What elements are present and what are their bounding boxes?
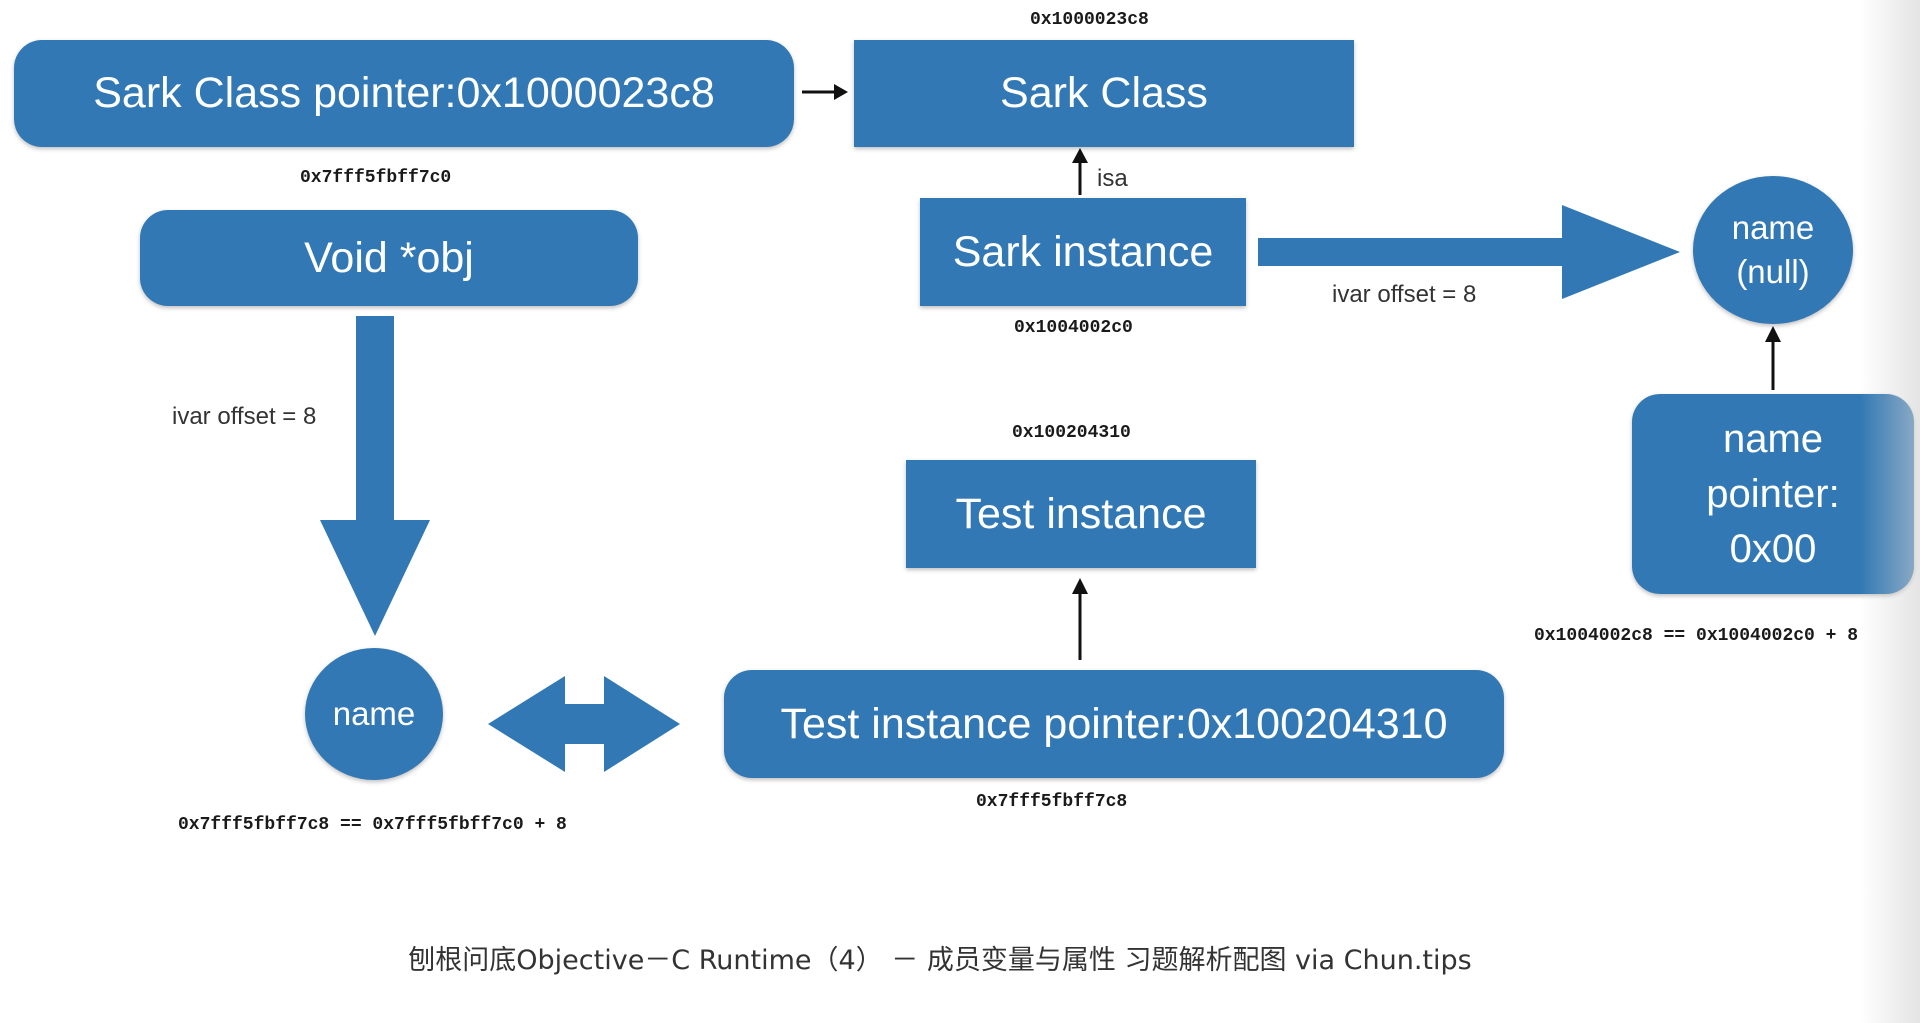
name-null-circle: name (null) bbox=[1693, 176, 1853, 324]
ivar-offset-label-right: ivar offset = 8 bbox=[1332, 281, 1477, 308]
sark-class-box: Sark Class bbox=[854, 40, 1354, 147]
name-pointer-line2: pointer: bbox=[1706, 471, 1840, 516]
ivar-offset-label-left: ivar offset = 8 bbox=[172, 403, 317, 430]
test-instance-pointer-box: Test instance pointer:0x100204310 bbox=[724, 670, 1504, 778]
addr-name-circle: 0x7fff5fbff7c8 == 0x7fff5fbff7c0 + 8 bbox=[178, 815, 567, 835]
big-arrow-down bbox=[320, 316, 430, 636]
arrow-isa bbox=[1072, 148, 1088, 195]
arrow-pointer-to-test-instance bbox=[1072, 578, 1088, 660]
name-pointer-line1: name bbox=[1722, 416, 1824, 461]
name-circle: name bbox=[305, 648, 443, 780]
test-instance-text: Test instance bbox=[955, 489, 1207, 538]
sark-instance-text: Sark instance bbox=[952, 227, 1214, 276]
big-arrow-double bbox=[488, 676, 680, 772]
right-edge-shade bbox=[1860, 0, 1920, 1023]
addr-test-instance-pointer: 0x7fff5fbff7c8 bbox=[976, 792, 1128, 812]
sark-class-text: Sark Class bbox=[1000, 69, 1208, 117]
big-arrow-right bbox=[1258, 205, 1680, 299]
void-obj-text: Void *obj bbox=[304, 233, 474, 282]
name-circle-text: name bbox=[332, 695, 416, 732]
arrow-name-pointer-to-null bbox=[1765, 326, 1781, 390]
name-null-line2: (null) bbox=[1736, 253, 1810, 290]
sark-class-pointer-box: Sark Class pointer:0x1000023c8 bbox=[14, 40, 794, 147]
figure-caption: 刨根问底Objective－C Runtime（4） － 成员变量与属性 习题解… bbox=[408, 945, 1472, 976]
addr-sark-class: 0x1000023c8 bbox=[1030, 10, 1149, 30]
sark-class-pointer-text: Sark Class pointer:0x1000023c8 bbox=[93, 69, 715, 117]
addr-name-pointer: 0x1004002c8 == 0x1004002c0 + 8 bbox=[1534, 626, 1859, 646]
arrow-pointer-to-class bbox=[802, 84, 848, 100]
void-obj-box: Void *obj bbox=[140, 210, 638, 306]
test-instance-box: Test instance bbox=[906, 460, 1256, 568]
isa-label: isa bbox=[1097, 165, 1128, 192]
name-null-line1: name bbox=[1731, 209, 1815, 246]
addr-sark-instance: 0x1004002c0 bbox=[1014, 318, 1133, 338]
name-pointer-line3: 0x00 bbox=[1729, 526, 1817, 571]
test-instance-pointer-text: Test instance pointer:0x100204310 bbox=[780, 699, 1448, 748]
addr-test-instance: 0x100204310 bbox=[1012, 423, 1131, 443]
addr-sark-class-pointer: 0x7fff5fbff7c0 bbox=[300, 168, 452, 188]
sark-instance-box: Sark instance bbox=[920, 198, 1246, 306]
